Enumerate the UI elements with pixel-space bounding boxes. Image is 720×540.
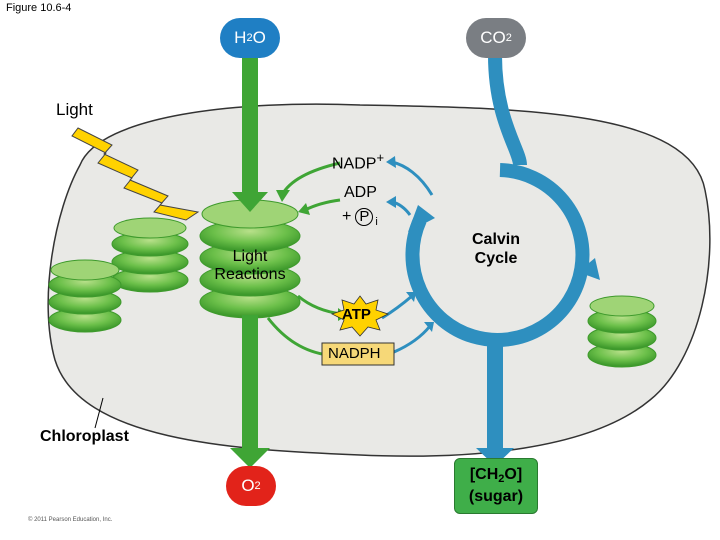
nadp-text: NADP bbox=[332, 155, 377, 173]
water-arrow-head bbox=[232, 192, 268, 212]
granum-center bbox=[199, 199, 301, 319]
sugar-badge: [CH2O] (sugar) bbox=[454, 458, 538, 514]
atp-blue-head bbox=[406, 292, 416, 302]
nadp-blue-head bbox=[386, 156, 396, 168]
phosphate-circle: P bbox=[355, 208, 374, 226]
calvin-line1: Calvin bbox=[471, 231, 520, 248]
co2-main: CO bbox=[480, 28, 506, 47]
sugar-tail: O] bbox=[504, 466, 523, 483]
co2-sub: 2 bbox=[505, 32, 512, 44]
light-bolt-icon bbox=[71, 127, 200, 221]
chloroplast-label: Chloroplast bbox=[40, 428, 129, 445]
atp-burst bbox=[330, 295, 390, 337]
chloroplast-pointer-line bbox=[94, 397, 104, 429]
oxygen-sub: 2 bbox=[254, 480, 261, 492]
oxygen-main: O bbox=[241, 476, 255, 495]
nadph-highlight bbox=[321, 342, 395, 366]
pi-label: + P i bbox=[342, 208, 378, 228]
nadp-label: NADP+ bbox=[332, 150, 384, 173]
atp-to-calvin-arrow bbox=[381, 294, 413, 320]
calvin-line2: Cycle bbox=[474, 250, 518, 267]
water-arrow-shaft bbox=[242, 55, 258, 195]
oxygen-arrow-shaft bbox=[242, 315, 258, 450]
light-label: Light bbox=[56, 100, 93, 119]
figure-label: Figure 10.6-4 bbox=[6, 2, 72, 14]
calvin-cycle-arrowhead-left bbox=[408, 205, 435, 232]
adp-arrow-head bbox=[298, 203, 310, 215]
water-tail: O bbox=[252, 28, 266, 47]
pi-sub: i bbox=[375, 216, 378, 228]
light-reactions-label: Light Reactions bbox=[198, 248, 302, 284]
atp-label: ATP bbox=[342, 306, 371, 323]
sugar-formula: [CH2O] bbox=[470, 466, 522, 488]
light-reactions-line1: Light bbox=[232, 248, 268, 265]
calvin-cycle-arrowhead-right bbox=[578, 258, 600, 280]
sugar-arrow-head bbox=[476, 448, 514, 466]
adp-blue-head bbox=[386, 196, 396, 208]
sugar-arrow-shaft bbox=[487, 345, 503, 450]
calvin-cycle-ring bbox=[405, 163, 590, 347]
calvin-cycle-label: Calvin Cycle bbox=[456, 230, 536, 268]
granum-left-bottom bbox=[48, 259, 122, 333]
nadph-blue-head bbox=[424, 322, 434, 332]
co2-arrow bbox=[488, 54, 527, 166]
plus-sign: + bbox=[342, 208, 352, 225]
sugar-label: (sugar) bbox=[468, 488, 524, 505]
adp-label: ADP bbox=[344, 184, 377, 201]
sugar-sub: 2 bbox=[498, 473, 505, 485]
nadp-arrow-head bbox=[276, 190, 290, 202]
nadp-sup: + bbox=[376, 150, 385, 165]
sugar-main: [CH bbox=[469, 466, 499, 483]
water-sub: 2 bbox=[246, 32, 253, 44]
light-reactions-line2: Reactions bbox=[214, 266, 286, 283]
oxygen-arrow-head bbox=[230, 448, 270, 468]
copyright: © 2011 Pearson Education, Inc. bbox=[28, 517, 113, 523]
granum-left-top bbox=[111, 217, 189, 293]
nadph-label: NADPH bbox=[328, 345, 381, 362]
nadph-to-calvin-arrow bbox=[393, 325, 432, 354]
granum-right bbox=[587, 295, 657, 368]
water-main: H bbox=[234, 28, 247, 47]
